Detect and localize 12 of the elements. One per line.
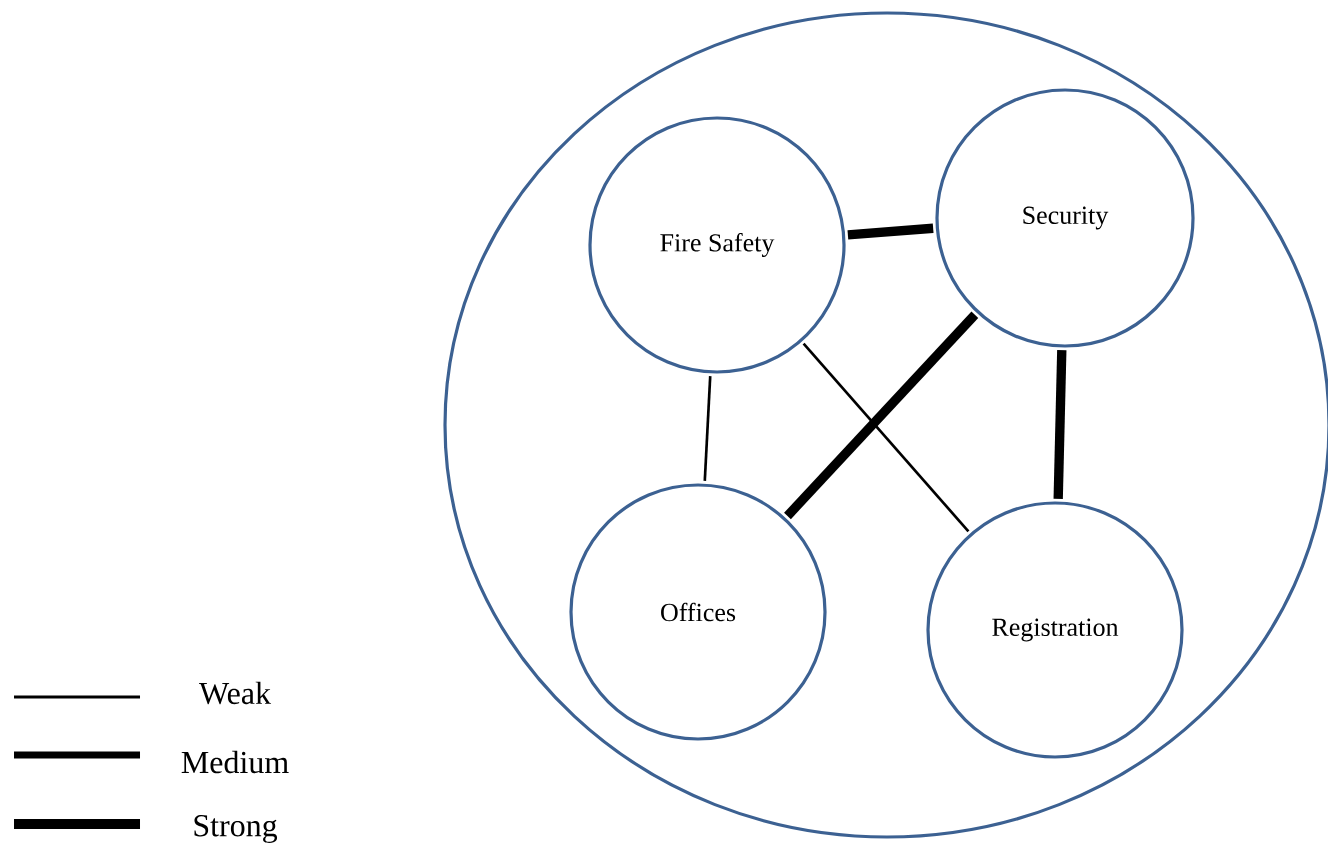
connector-line (847, 223, 934, 240)
connector-line (1053, 350, 1067, 499)
connector-line (802, 342, 970, 533)
circle-node: Registration (926, 501, 1184, 759)
legend-label: Weak (199, 681, 272, 705)
circle-node: Security (935, 88, 1195, 348)
circle-node: Fire Safety (588, 116, 846, 374)
connector-line (784, 311, 979, 520)
legend-label: Medium (181, 750, 289, 774)
legend-label: Strong (194, 814, 278, 844)
connector-line (703, 376, 712, 481)
circle-node: Offices (569, 483, 827, 741)
